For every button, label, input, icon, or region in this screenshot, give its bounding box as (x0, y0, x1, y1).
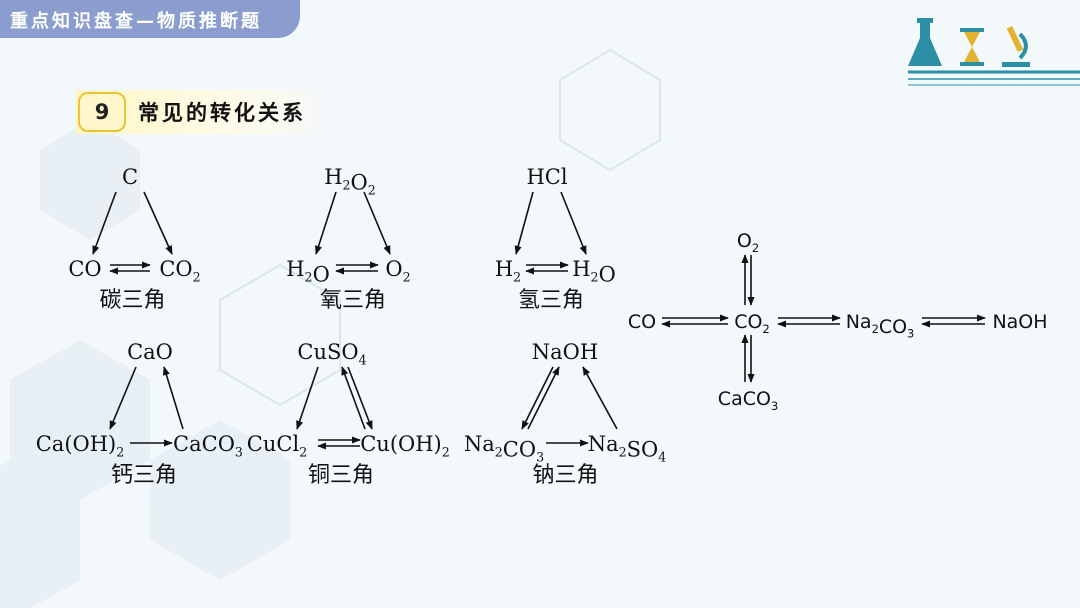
network-caco3: CaCO3 (718, 388, 778, 413)
left-to-top-arrow (527, 366, 560, 430)
flask-icon (908, 18, 942, 66)
top-to-right-arrow (143, 191, 173, 255)
triangle-right-formula: CaCO3 (173, 432, 243, 459)
top-to-right-arrow (347, 366, 373, 430)
header-tab: 重点知识盘查—物质推断题 (0, 0, 300, 38)
triangle-top-formula: HCl (526, 165, 567, 189)
top-to-right-arrow (363, 191, 391, 255)
triangle-name-label: 氧三角 (320, 288, 386, 313)
triangle-left-formula: CO (68, 257, 101, 281)
hourglass-icon (960, 28, 984, 66)
triangle-name-label: 钠三角 (532, 463, 598, 488)
triangle-name-label: 铜三角 (308, 463, 374, 488)
triangle-left-formula: H2 (495, 257, 521, 284)
triangle-left-formula: H2O (286, 257, 330, 286)
right-to-top-arrow (341, 366, 366, 430)
lab-logo (908, 18, 1030, 67)
microscope-icon (1002, 25, 1030, 67)
triangle-right-formula: H2O (572, 257, 616, 286)
triangle-top-formula: CuSO4 (297, 340, 366, 367)
section-title: 常见的转化关系 (138, 101, 306, 125)
right-to-top-arrow (582, 366, 618, 430)
top-to-left-arrow (514, 191, 534, 255)
triangle-top-formula: C (122, 165, 138, 189)
triangle-4: CaO Ca(OH)2 CaCO3 钙三角 (36, 340, 243, 488)
network-o2: O2 (737, 230, 759, 255)
triangle-right-formula: Na2SO4 (588, 432, 667, 465)
top-to-left-arrow (521, 366, 554, 430)
triangle-top-formula: NaOH (532, 340, 598, 364)
triangle-right-formula: Cu(OH)2 (360, 432, 450, 459)
right-to-top-arrow (162, 366, 184, 430)
network-naoh: NaOH (992, 311, 1047, 333)
triangle-left-formula: Na2CO3 (464, 432, 544, 465)
triangle-top-formula: H2O2 (324, 165, 376, 198)
section-number: 9 (78, 92, 126, 132)
triangle-1: C CO CO2 碳三角 (68, 165, 200, 313)
triangle-name-label: 氢三角 (518, 288, 584, 313)
triangle-right-formula: O2 (385, 257, 410, 284)
triangle-left-formula: CuCl2 (247, 432, 307, 459)
network-na2co3: Na2CO3 (846, 311, 915, 341)
triangle-name-label: 钙三角 (111, 463, 177, 488)
triangle-right-formula: CO2 (159, 257, 200, 284)
top-to-right-arrow (560, 191, 587, 255)
network-co: CO (628, 311, 656, 333)
top-to-left-arrow (109, 366, 137, 430)
header-title: 重点知识盘查—物质推断题 (10, 11, 262, 32)
top-to-left-arrow (296, 366, 319, 430)
triangle-name-label: 碳三角 (99, 288, 165, 313)
network-co2: CO2 (734, 311, 769, 336)
top-to-left-arrow (92, 191, 117, 255)
triangle-left-formula: Ca(OH)2 (36, 432, 125, 459)
triangle-top-formula: CaO (127, 340, 173, 364)
top-to-left-arrow (315, 191, 337, 255)
